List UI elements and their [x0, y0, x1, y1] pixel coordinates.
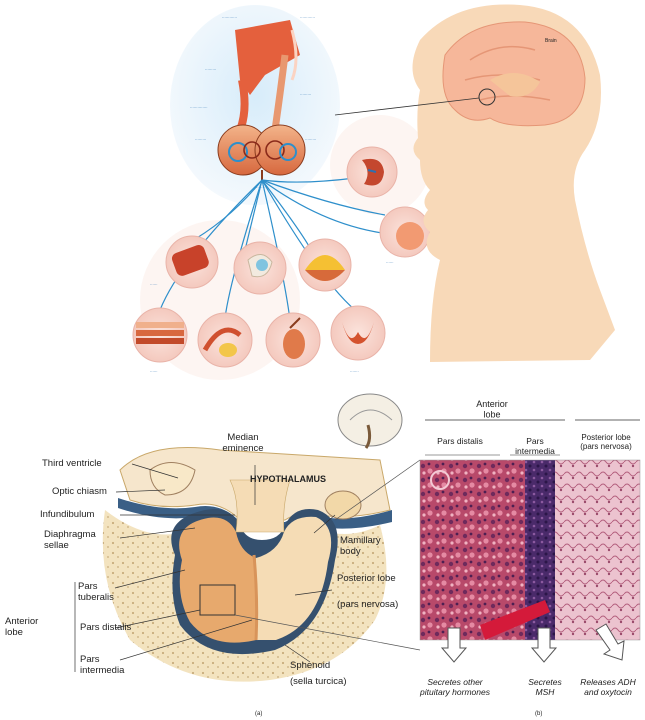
svg-text:..............: .............. [190, 104, 208, 109]
caption-b: (b) [535, 711, 542, 717]
svg-text:............: ............ [300, 14, 315, 19]
sella-turcica-label: (sella turcica) [290, 676, 347, 687]
pars-distalis-label: Pars distalis [80, 622, 131, 633]
pituitary-gland [218, 125, 305, 180]
svg-text:......: ...... [150, 368, 158, 373]
hypothalamus-label: HYPOTHALAMUS [250, 474, 326, 484]
svg-text:.........: ......... [195, 136, 206, 141]
header-pars-distalis: Pars distalis [437, 436, 483, 446]
skin-circle [133, 308, 187, 362]
svg-text:.........: ......... [205, 66, 216, 71]
svg-text:......: ...... [150, 281, 158, 286]
svg-text:.........: ......... [300, 91, 311, 96]
caption-a: (a) [255, 711, 262, 717]
svg-text:.........: ......... [305, 136, 316, 141]
muscle-circle [166, 236, 218, 288]
sphenoid-label: Sphenoid [290, 660, 330, 671]
brain-label: Brain [545, 38, 557, 44]
svg-text:......: ...... [386, 259, 394, 264]
kidney-circle [347, 147, 397, 197]
pars-nervosa-label: (pars nervosa) [337, 599, 398, 610]
top-illustration: ............ ............ ......... ....… [133, 4, 615, 380]
ovary-circle [198, 313, 252, 367]
optic-chiasm-label: Optic chiasm [52, 486, 107, 497]
breast-circle [380, 207, 430, 257]
infundibulum-label: Infundibulum [40, 509, 94, 520]
posterior-lobe-label: Posterior lobe [337, 573, 396, 584]
header-posterior-lobe: Posterior lobe(pars nervosa) [580, 433, 632, 451]
testis-circle [266, 313, 320, 367]
third-ventricle-label: Third ventricle [42, 458, 102, 469]
thyroid-circle [331, 306, 385, 360]
adrenal-circle [299, 239, 351, 291]
micrograph [420, 460, 640, 640]
bone-circle [234, 242, 286, 294]
svg-text:.......: ....... [350, 368, 359, 373]
svg-text:............: ............ [222, 14, 237, 19]
